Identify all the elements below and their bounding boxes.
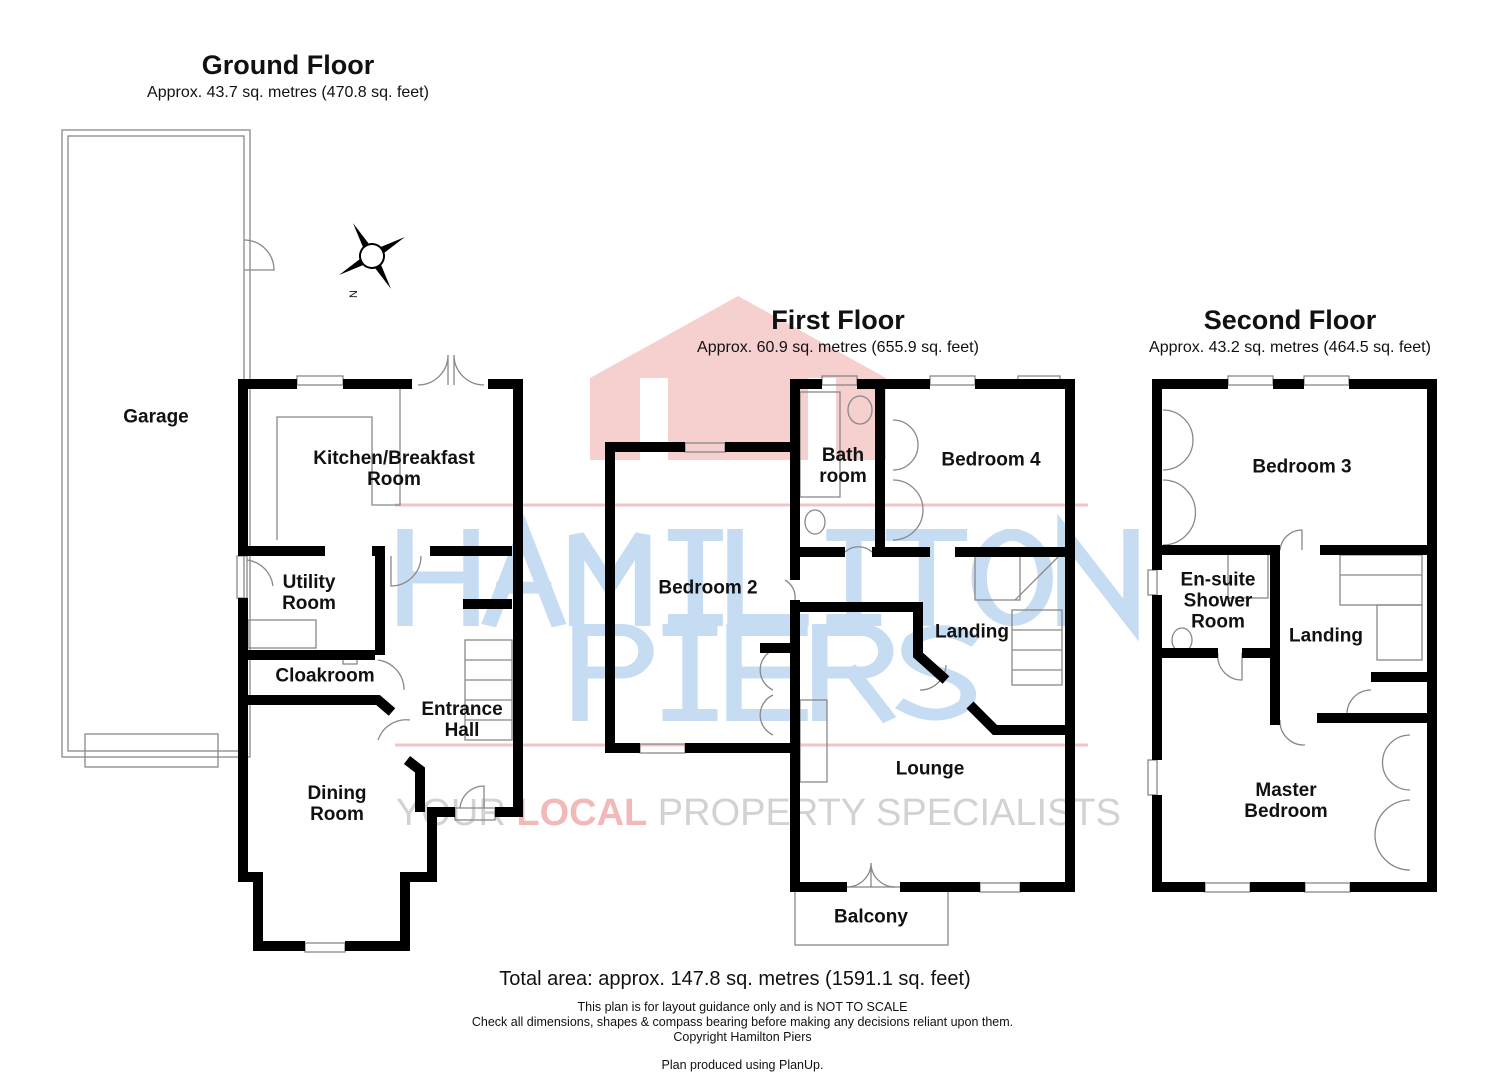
label: Entrance bbox=[421, 699, 503, 720]
first-floor-walls bbox=[790, 379, 822, 580]
ground-floor-walls bbox=[238, 379, 297, 556]
label: Garage bbox=[123, 406, 189, 428]
disclaimer-line-2: Check all dimensions, shapes & compass b… bbox=[471, 1015, 1014, 1029]
label: Master bbox=[1255, 780, 1317, 801]
label: Room bbox=[310, 804, 364, 825]
label: Bedroom bbox=[1244, 801, 1328, 822]
label: Lounge bbox=[895, 758, 965, 780]
label: Bedroom 4 bbox=[941, 449, 1041, 471]
label: Bedroom 3 bbox=[1252, 456, 1352, 478]
total-area: Total area: approx. 147.8 sq. metres (15… bbox=[499, 968, 971, 990]
tagline-b: LOCAL bbox=[516, 792, 648, 834]
label: Balcony bbox=[834, 906, 908, 928]
label: Kitchen/Breakfast bbox=[313, 448, 475, 469]
label: Room bbox=[1191, 611, 1245, 633]
first-floor-title: First Floor bbox=[771, 305, 905, 335]
compass-icon bbox=[339, 223, 405, 289]
room-balcony: Balcony bbox=[834, 907, 908, 928]
label: Utility bbox=[282, 572, 336, 593]
garage-door bbox=[84, 733, 219, 768]
label: Landing bbox=[1289, 625, 1363, 647]
room-bedroom-3: Bedroom 3 bbox=[1252, 457, 1351, 478]
room-garage: Garage bbox=[123, 407, 188, 428]
watermark-tagline: YOUR LOCAL PROPERTY SPECIALISTS bbox=[396, 792, 1121, 835]
room-lounge: Lounge bbox=[896, 759, 965, 780]
label: Landing bbox=[935, 621, 1009, 643]
room-second-landing: Landing bbox=[1289, 626, 1363, 647]
label: Room bbox=[282, 593, 336, 614]
tagline-c: PROPERTY SPECIALISTS bbox=[647, 792, 1121, 834]
room-cloakroom: Cloakroom bbox=[275, 666, 374, 687]
compass-north-label: N bbox=[347, 290, 360, 298]
label: En-suite bbox=[1180, 569, 1256, 591]
room-first-landing: Landing bbox=[935, 622, 1009, 643]
copyright: Copyright Hamilton Piers bbox=[673, 1030, 812, 1044]
label: Dining bbox=[307, 783, 367, 804]
second-floor-title: Second Floor bbox=[1203, 305, 1377, 335]
label: Room bbox=[367, 469, 421, 490]
room-bedroom-4: Bedroom 4 bbox=[941, 450, 1040, 471]
first-floor-area: Approx. 60.9 sq. metres (655.9 sq. feet) bbox=[697, 339, 979, 356]
room-bedroom-2: Bedroom 2 bbox=[658, 578, 757, 599]
disclaimer-line-1: This plan is for layout guidance only an… bbox=[577, 1000, 908, 1014]
label: Hall bbox=[444, 720, 480, 741]
ground-floor-area: Approx. 43.7 sq. metres (470.8 sq. feet) bbox=[147, 84, 429, 101]
label: Bedroom 2 bbox=[658, 577, 758, 599]
label: Shower bbox=[1183, 590, 1253, 612]
garage-outline bbox=[61, 129, 251, 758]
label: room bbox=[819, 466, 867, 487]
produced-by: Plan produced using PlanUp. bbox=[661, 1058, 824, 1072]
label: Bath bbox=[821, 445, 865, 466]
second-floor-walls bbox=[1152, 379, 1228, 570]
second-floor-area: Approx. 43.2 sq. metres (464.5 sq. feet) bbox=[1149, 339, 1431, 356]
ground-floor-title: Ground Floor bbox=[201, 50, 375, 80]
label: Cloakroom bbox=[275, 665, 375, 687]
